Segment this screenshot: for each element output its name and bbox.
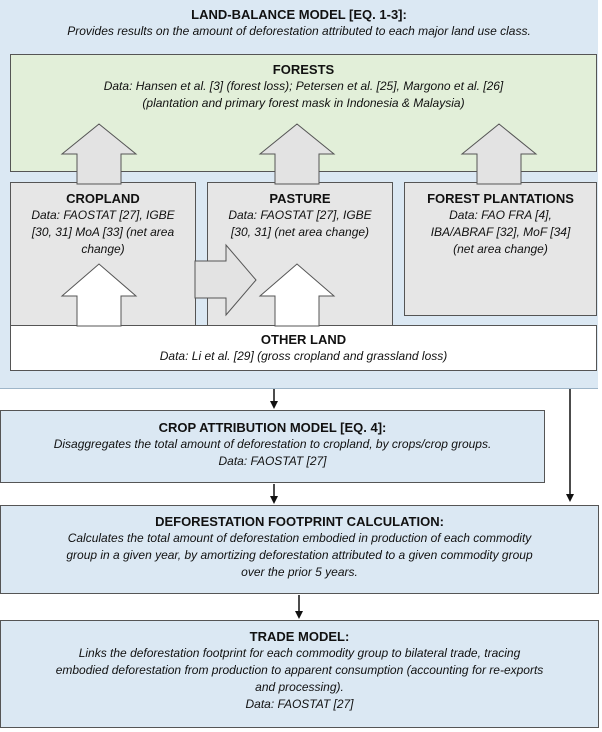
forests-title: FORESTS bbox=[272, 62, 335, 77]
trade-model-line-3: and processing). bbox=[255, 680, 344, 694]
footprint-line-1: Calculates the total amount of deforesta… bbox=[67, 531, 532, 545]
other-land-to-pasture-arrow bbox=[258, 263, 336, 327]
pasture-to-forests-arrow bbox=[258, 123, 336, 185]
footprint-line-2: group in a given year, by amortizing def… bbox=[66, 548, 533, 562]
forest-plantations-box: FOREST PLANTATIONS Data: FAO FRA [4], IB… bbox=[404, 182, 597, 316]
cropland-box: CROPLAND Data: FAOSTAT [27], IGBE [30, 3… bbox=[10, 182, 196, 327]
trade-model-box: TRADE MODEL: Links the deforestation foo… bbox=[0, 620, 599, 728]
forest-plantations-title: FOREST PLANTATIONS bbox=[427, 191, 574, 206]
forest-plantations-data-line-2: IBA/ABRAF [32], MoF [34] bbox=[430, 225, 571, 239]
other-land-to-cropland-arrow bbox=[60, 263, 138, 327]
trade-model-line-2: embodied deforestation from production t… bbox=[55, 663, 544, 677]
crop-attribution-line-1: Disaggregates the total amount of defore… bbox=[53, 437, 492, 451]
cropland-data-line-3: change) bbox=[81, 242, 125, 256]
plantations-to-forests-arrow bbox=[460, 123, 538, 185]
footprint-title: DEFORESTATION FOOTPRINT CALCULATION: bbox=[155, 514, 444, 529]
crop-attribution-box: CROP ATTRIBUTION MODEL [EQ. 4]: Disaggre… bbox=[0, 410, 545, 483]
land-balance-title: LAND-BALANCE MODEL [EQ. 1-3]: bbox=[191, 7, 407, 22]
cropland-data-line-2: [30, 31] MoA [33] (net area bbox=[31, 225, 175, 239]
forest-plantations-data-line-3: (net area change) bbox=[453, 242, 548, 256]
cropland-to-forests-arrow bbox=[60, 123, 138, 185]
pasture-data-line-2: [30, 31] (net area change) bbox=[230, 225, 370, 239]
footprint-box: DEFORESTATION FOOTPRINT CALCULATION: Cal… bbox=[0, 505, 599, 594]
forest-plantations-data-line-1: Data: FAO FRA [4], bbox=[449, 208, 552, 222]
land-balance-subtitle: Provides results on the amount of defore… bbox=[67, 24, 531, 38]
cropland-to-pasture-arrow bbox=[194, 243, 257, 317]
crop-attribution-title: CROP ATTRIBUTION MODEL [EQ. 4]: bbox=[158, 420, 387, 435]
trade-model-line-1: Links the deforestation footprint for ea… bbox=[78, 646, 521, 660]
land-balance-header: LAND-BALANCE MODEL [EQ. 1-3]: Provides r… bbox=[0, 6, 598, 40]
cropland-title: CROPLAND bbox=[66, 191, 140, 206]
crop-attribution-line-2: Data: FAOSTAT [27] bbox=[218, 454, 327, 468]
pasture-data-line-1: Data: FAOSTAT [27], IGBE bbox=[228, 208, 372, 222]
trade-model-title: TRADE MODEL: bbox=[249, 629, 350, 644]
pasture-title: PASTURE bbox=[269, 191, 331, 206]
other-land-data-line: Data: Li et al. [29] (gross cropland and… bbox=[159, 349, 448, 363]
forests-data-line-2: (plantation and primary forest mask in I… bbox=[142, 96, 465, 110]
other-land-title: OTHER LAND bbox=[260, 332, 347, 347]
cropland-data-line-1: Data: FAOSTAT [27], IGBE bbox=[31, 208, 175, 222]
trade-model-line-4: Data: FAOSTAT [27] bbox=[245, 697, 354, 711]
footprint-line-3: over the prior 5 years. bbox=[241, 565, 358, 579]
forests-data-line-1: Data: Hansen et al. [3] (forest loss); P… bbox=[103, 79, 504, 93]
